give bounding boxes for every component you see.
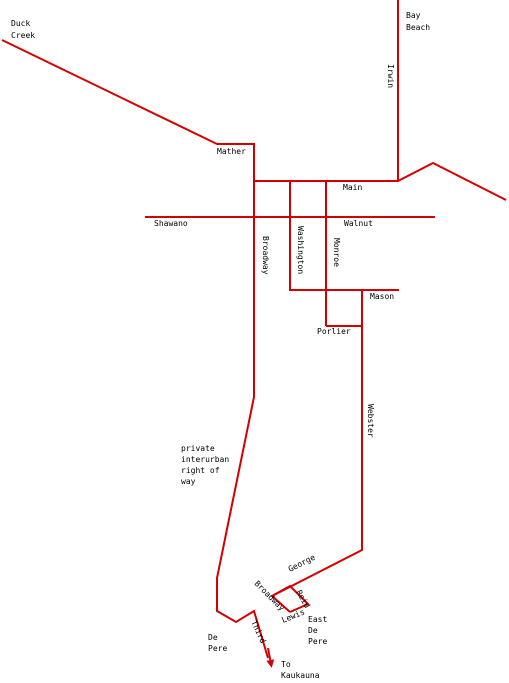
label-monroe: Monroe (332, 238, 341, 267)
label-shawano: Shawano (154, 219, 188, 228)
label-third: Third (249, 619, 267, 645)
label-private-row: interurban (181, 455, 229, 464)
label-private-row: way (181, 477, 196, 486)
label-bay-beach: Bay (406, 11, 421, 20)
label-kaukauna: To (281, 660, 291, 669)
label-east-depere: De (308, 626, 318, 635)
label-private-row: right of (181, 466, 220, 475)
label-webster: Webster (366, 404, 375, 438)
label-east-depere: East (308, 615, 327, 624)
label-porlier: Porlier (317, 327, 351, 336)
label-reid: Reid (294, 589, 312, 610)
label-mather: Mather (217, 147, 246, 156)
washington-mason-loop (289, 181, 399, 291)
label-duck-creek: Creek (11, 31, 35, 40)
label-kaukauna: Kaukauna (281, 671, 320, 680)
label-walnut: Walnut (344, 219, 373, 228)
label-mason: Mason (370, 292, 394, 301)
label-broadway-depere: Broadway (253, 579, 287, 613)
label-east-depere: Pere (308, 637, 327, 646)
duck-creek-line (1, 39, 507, 201)
label-george: George (287, 553, 317, 574)
label-washington: Washington (296, 226, 305, 274)
broadway-line (216, 181, 269, 659)
label-broadway: Broadway (261, 236, 270, 275)
east-depere-loop (271, 584, 310, 613)
label-depere: De (208, 633, 218, 642)
kaukauna-arrow (266, 647, 275, 668)
label-depere: Pere (208, 644, 227, 653)
label-duck-creek: Duck (11, 19, 30, 28)
label-irwin: Irwin (386, 64, 395, 88)
label-bay-beach: Beach (406, 23, 430, 32)
route-lines (1, 0, 507, 668)
label-private-row: private (181, 444, 215, 453)
map-labels: Duck Creek Bay Beach Irwin Mather Main S… (11, 11, 430, 680)
label-main: Main (343, 183, 362, 192)
porlier-webster-line (270, 290, 363, 613)
